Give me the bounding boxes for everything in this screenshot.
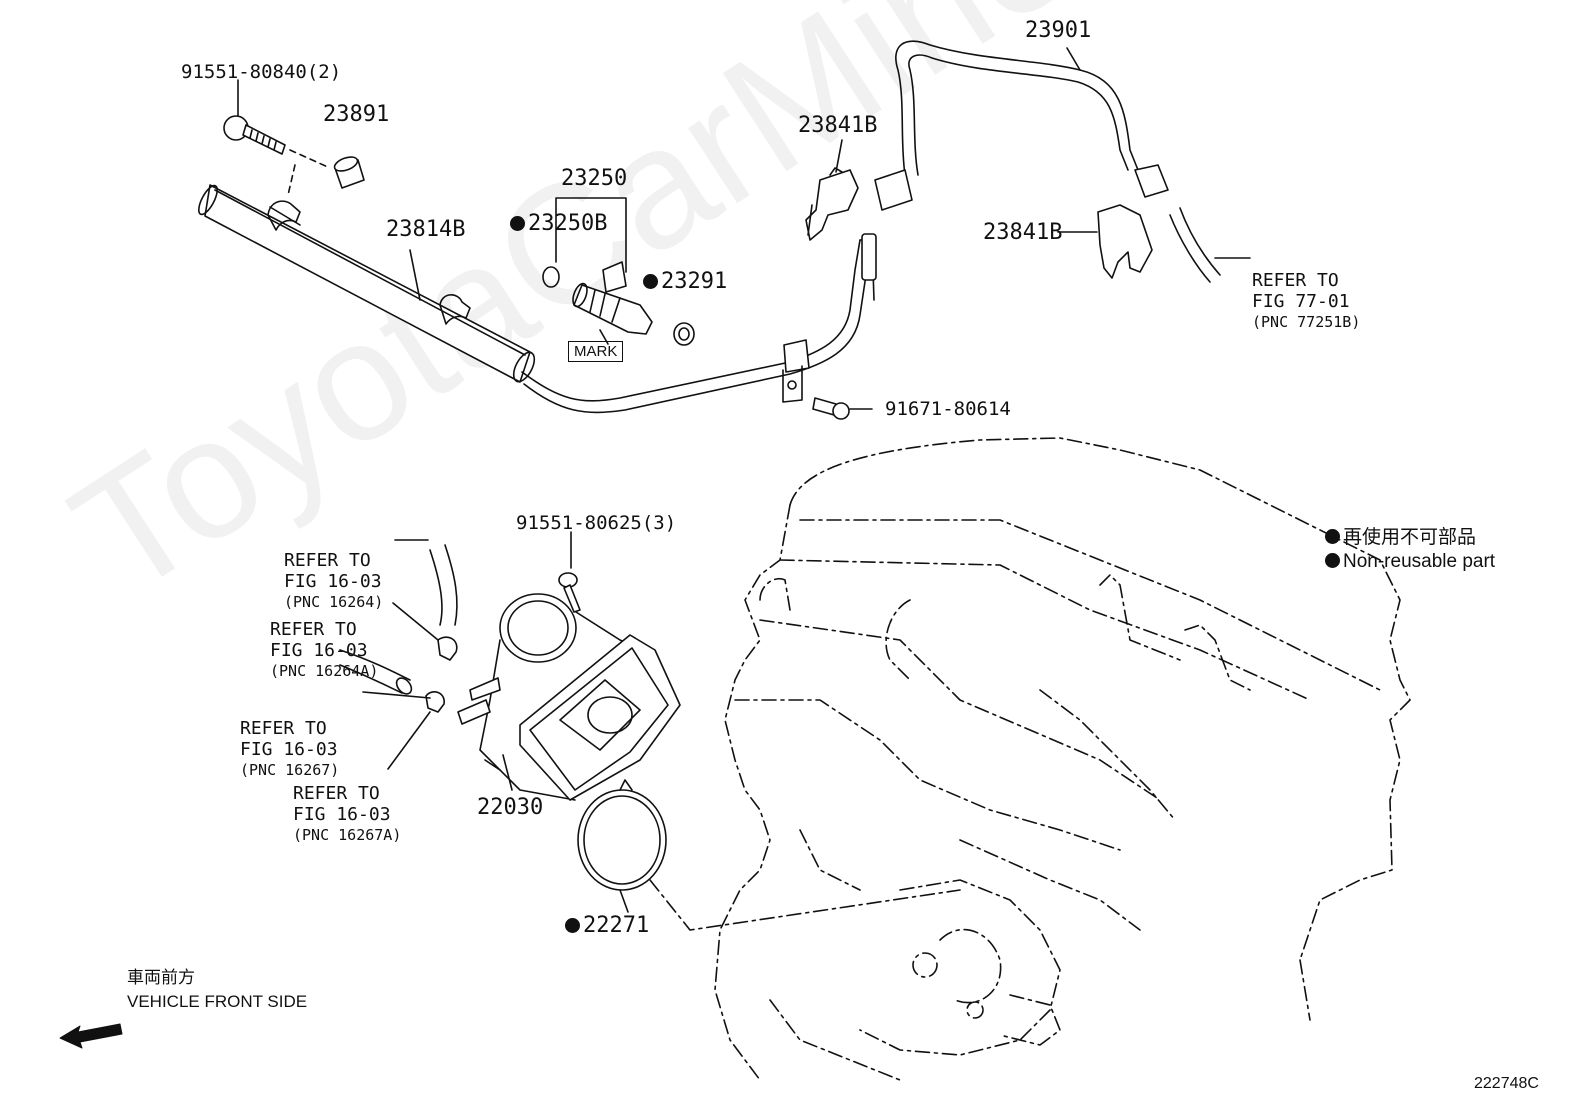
legend-en: Non-reusable part	[1325, 552, 1495, 571]
label-23250B: 23250B	[510, 213, 607, 235]
clip-23841B-lower	[1097, 204, 1153, 279]
label-bolt-91551-80840: 91551-80840(2)	[181, 61, 342, 83]
label-23891: 23891	[323, 102, 390, 127]
throttle-body	[457, 593, 681, 801]
bracket-23250	[555, 197, 627, 273]
bolt-91551-80625	[558, 531, 581, 613]
label-22030: 22030	[477, 795, 544, 820]
non-reusable-dot-icon	[643, 274, 658, 289]
engine-block-outline	[649, 437, 1411, 1081]
non-reusable-dot-icon	[565, 918, 580, 933]
label-23901: 23901	[1025, 18, 1092, 43]
fuel-injector	[572, 261, 653, 335]
fuel-pipe-line	[521, 233, 877, 414]
non-reusable-dot-icon	[1325, 529, 1340, 544]
label-23814B: 23814B	[386, 217, 466, 242]
label-23291: 23291	[643, 271, 727, 293]
cushion-23891	[333, 156, 365, 189]
insulator-23291	[673, 322, 695, 346]
front-arrow-icon	[59, 1023, 123, 1049]
bolt-91551-80840	[223, 115, 331, 196]
mark-label: MARK	[568, 341, 624, 362]
hose-ref-77-01	[1169, 207, 1221, 283]
water-hoses	[339, 539, 629, 913]
fuel-delivery-pipe	[198, 184, 536, 383]
leader-lines-upper	[237, 47, 1251, 410]
gasket-22271	[577, 779, 667, 891]
non-reusable-dot-icon	[510, 216, 525, 231]
label-22271: 22271	[565, 915, 649, 937]
bolt-91671-80614	[812, 397, 850, 420]
o-ring-23250B	[542, 266, 560, 288]
fuel-hose-23901	[874, 40, 1169, 211]
label-bolt-91671-80614: 91671-80614	[885, 398, 1011, 420]
non-reusable-dot-icon	[1325, 553, 1340, 568]
figure-id: 222748C	[1474, 1075, 1539, 1092]
legend-jp: 再使用不可部品	[1325, 528, 1476, 547]
label-23841B-upper: 23841B	[798, 113, 878, 138]
front-label-en: VEHICLE FRONT SIDE	[127, 992, 308, 1011]
label-23841B-lower: 23841B	[983, 220, 1063, 245]
label-23250: 23250	[561, 166, 628, 191]
clip-23841B-upper	[805, 167, 859, 241]
front-label-jp: 車両前方	[127, 968, 195, 987]
label-bolt-91551-80625: 91551-80625(3)	[516, 512, 677, 534]
